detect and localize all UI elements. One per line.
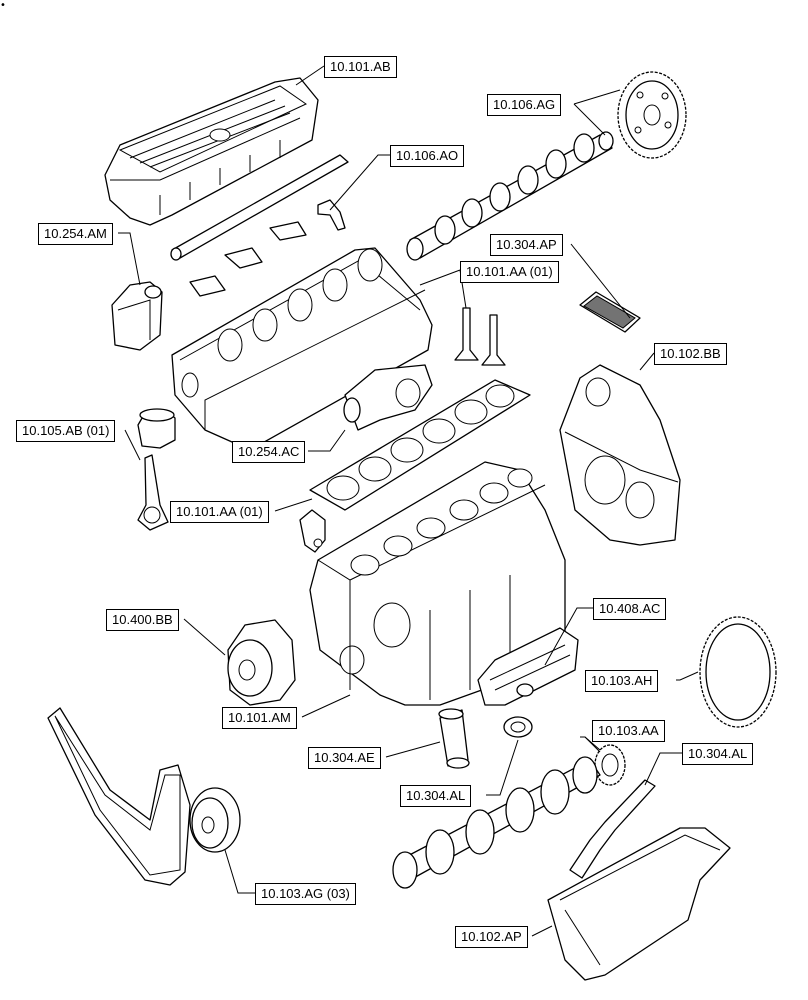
piston-rod-part[interactable] [137, 408, 176, 531]
belt-part[interactable] [47, 707, 191, 886]
egr-valve-part[interactable] [111, 281, 163, 351]
rocker-shaft-part[interactable] [170, 154, 349, 297]
oil-cooler-part[interactable] [477, 627, 579, 706]
camshaft-part[interactable] [406, 131, 614, 261]
callout-oil-filter-insert[interactable]: 10.304.AP [490, 234, 563, 256]
head-gasket-part[interactable] [309, 379, 531, 511]
callout-oil-cooler[interactable]: 10.408.AC [593, 598, 667, 620]
timing-cover-part[interactable] [559, 364, 681, 546]
callout-oil-filter[interactable]: 10.304.AE [308, 747, 381, 769]
oil-filter-part[interactable] [438, 708, 470, 769]
valves-part[interactable] [454, 307, 506, 366]
water-pump-part[interactable] [227, 619, 296, 706]
damper-part[interactable] [189, 787, 241, 853]
callout-rocker-cover[interactable]: 10.101.AB [324, 56, 397, 78]
suction-pipe-part[interactable] [569, 779, 656, 879]
callout-oil-pan[interactable]: 10.102.AP [455, 926, 528, 948]
callout-suction-pipe[interactable]: 10.304.AL [682, 743, 754, 765]
callout-camshaft[interactable]: 10.106.AG [487, 94, 562, 116]
oil-pump-seal-part[interactable] [503, 716, 533, 738]
callout-piston[interactable]: 10.105.AB (01) [16, 420, 116, 442]
oil-filter-insert-part[interactable] [579, 291, 641, 333]
flywheel-ring-part[interactable] [699, 616, 777, 728]
callout-crank-gear[interactable]: 10.103.AA [592, 720, 665, 742]
callout-rocker-shaft[interactable]: 10.106.AO [390, 145, 465, 167]
callout-engine-block[interactable]: 10.101.AM [222, 707, 297, 729]
callout-flywheel-ring[interactable]: 10.103.AH [585, 670, 659, 692]
cylinder-head-part[interactable] [171, 247, 433, 451]
callout-valves[interactable]: 10.101.AA (01) [460, 261, 559, 283]
rocker-cover-part[interactable] [104, 77, 319, 226]
corner-mark: • [0, 0, 6, 11]
callout-exhaust-elbow[interactable]: 10.254.AC [232, 441, 306, 463]
engine-block-part[interactable] [309, 461, 566, 706]
leader-lines [118, 65, 699, 937]
exhaust-elbow-part[interactable] [343, 364, 433, 431]
camshaft-gear-part[interactable] [617, 71, 687, 159]
callout-water-pump[interactable]: 10.400.BB [106, 609, 179, 631]
crankshaft-part[interactable] [392, 756, 601, 889]
callout-egr-valve[interactable]: 10.254.AM [38, 223, 113, 245]
callout-damper[interactable]: 10.103.AG (03) [255, 883, 356, 905]
crank-gear-part[interactable] [594, 744, 626, 786]
oil-pan-part[interactable] [547, 827, 731, 981]
sensor-part[interactable] [299, 509, 326, 553]
callout-timing-cover[interactable]: 10.102.BB [654, 343, 727, 365]
callout-head-gasket[interactable]: 10.101.AA (01) [170, 501, 269, 523]
callout-oil-pump-seal[interactable]: 10.304.AL [400, 785, 472, 807]
